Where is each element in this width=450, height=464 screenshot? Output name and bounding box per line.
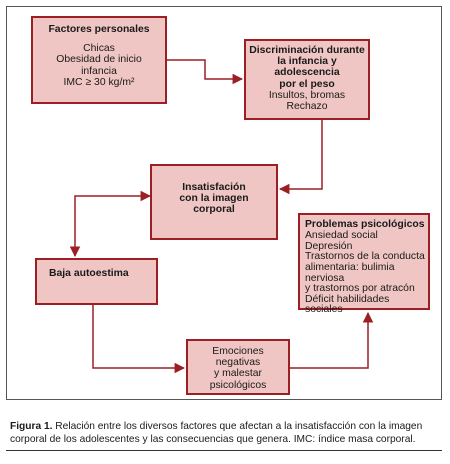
box-title: Insatisfación bbox=[182, 182, 246, 193]
caption-label: Figura 1. bbox=[10, 421, 53, 432]
box-discriminacion: Discriminación durante la infancia y ado… bbox=[244, 39, 370, 120]
box-title: Discriminación durante bbox=[249, 45, 365, 56]
caption-text: Relación entre los diversos factores que… bbox=[10, 421, 423, 445]
box-line: Emociones bbox=[212, 346, 264, 357]
box-line: infancia bbox=[81, 65, 117, 77]
box-line: alimentaria: bulimia nerviosa bbox=[305, 261, 395, 284]
box-factores-personales: Factores personales Chicas Obesidad de i… bbox=[31, 16, 167, 104]
box-line: IMC ≥ 30 kg/m² bbox=[63, 76, 135, 88]
caption-divider bbox=[6, 450, 442, 451]
box-line: y malestar bbox=[214, 368, 262, 380]
box-insatisfacion: Insatisfación con la imagen corporal bbox=[150, 164, 278, 240]
box-line: psicológicos bbox=[209, 379, 267, 391]
figure-caption: Figura 1. Relación entre los diversos fa… bbox=[10, 421, 440, 446]
box-line: negativas bbox=[215, 357, 261, 369]
figure-frame bbox=[6, 6, 442, 400]
box-line: Trastornos de la conducta bbox=[305, 251, 425, 263]
box-title: adolescencia bbox=[274, 67, 340, 79]
box-line: y trastornos por atracón bbox=[305, 283, 415, 295]
box-title: Factores personales bbox=[48, 24, 150, 35]
box-line: Insultos, bromas bbox=[268, 89, 346, 101]
box-title: corporal bbox=[193, 204, 235, 216]
box-problemas-psicologicos: Problemas psicológicos Ansiedad social D… bbox=[298, 213, 430, 315]
box-title: Problemas psicológicos bbox=[305, 219, 425, 230]
box-line: Chicas bbox=[83, 43, 115, 55]
box-emociones: Emociones negativas y malestar psicológi… bbox=[186, 339, 290, 395]
box-title: con la imagen bbox=[179, 193, 249, 205]
box-title: la infancia y bbox=[277, 56, 337, 68]
box-line: Ansiedad social bbox=[305, 230, 378, 242]
box-line: Obesidad de inicio bbox=[56, 54, 142, 66]
box-baja-autoestima: Baja autoestima bbox=[35, 258, 158, 305]
box-line: Rechazo bbox=[286, 101, 328, 113]
box-title: por el peso bbox=[279, 78, 335, 90]
box-title: Baja autoestima bbox=[49, 268, 129, 279]
box-line: Depresión bbox=[305, 240, 353, 252]
box-line: Déficit habilidades sociales bbox=[305, 293, 390, 316]
